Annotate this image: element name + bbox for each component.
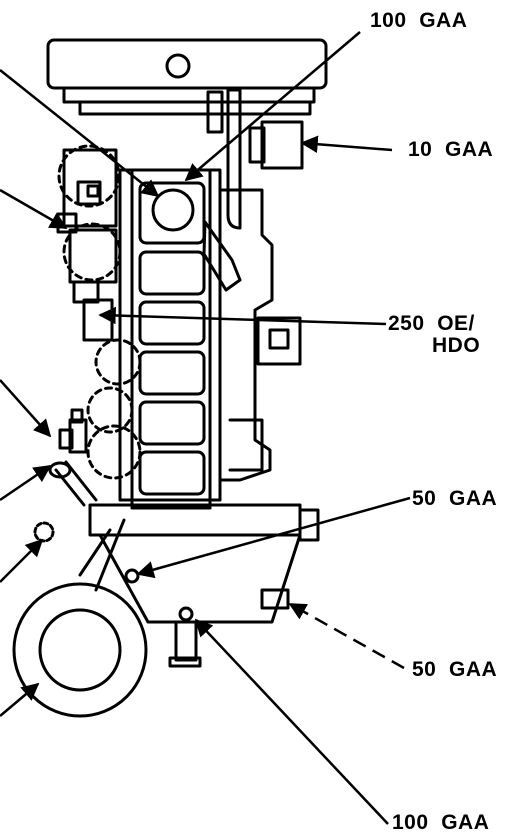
alternator-bracket xyxy=(248,120,304,170)
label-10-gaa: 10 GAA xyxy=(408,138,494,161)
exhaust-manifold xyxy=(202,188,302,482)
fan-assembly xyxy=(46,38,328,134)
label-250-oe: 250 OE/ xyxy=(388,312,475,335)
leader-left-bottom xyxy=(0,682,40,717)
leader-left-mid-a xyxy=(0,379,52,438)
leader-250-oe xyxy=(98,306,387,326)
left-components xyxy=(33,144,142,543)
leader-top-100-gaa xyxy=(184,31,361,182)
leader-bottom-100-gaa xyxy=(194,618,389,825)
leader-left-mid-b xyxy=(0,464,52,502)
label-mid-50-gaa: 50 GAA xyxy=(412,487,498,510)
label-hdo: HDO xyxy=(432,334,481,357)
leader-left-mid-c xyxy=(0,538,44,583)
leader-mid-50-gaa xyxy=(136,496,411,579)
leader-10-gaa xyxy=(300,135,393,153)
oil-pan xyxy=(88,503,320,668)
label-bottom-100-gaa: 100 GAA xyxy=(392,811,490,834)
leader-lower-50-gaa xyxy=(288,602,405,670)
leader-upper-left-b xyxy=(0,188,68,230)
crankshaft-pulley xyxy=(12,518,148,718)
label-lower-50-gaa: 50 GAA xyxy=(412,658,498,681)
label-top-100-gaa: 100 GAA xyxy=(370,9,468,32)
leader-upper-left-a xyxy=(0,69,160,198)
dipstick-tube xyxy=(226,88,242,230)
